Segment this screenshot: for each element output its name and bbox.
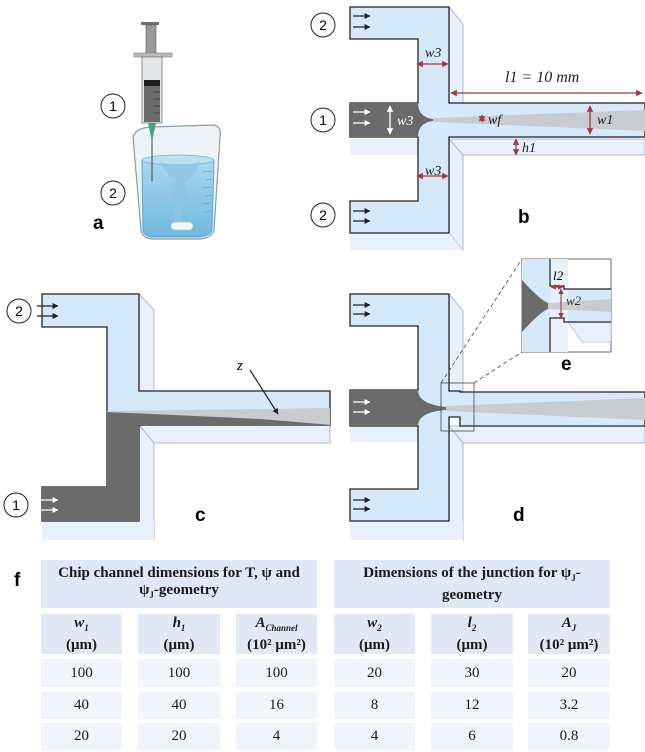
stir-bar: [170, 221, 194, 231]
cell: 4: [236, 723, 317, 750]
svg-text:2: 2: [109, 185, 117, 201]
col-header-aj: AJ(10² μm²): [528, 614, 610, 654]
panel-d: d: [349, 258, 645, 542]
table-left-title-line1: Chip channel dimensions for T, ψ and: [58, 564, 300, 581]
cell: 40: [41, 692, 122, 719]
label-w3-bottom: w3: [425, 164, 441, 179]
cell: 16: [236, 692, 317, 719]
table-right-title-line2: geometry: [442, 586, 502, 603]
panel-a: 1 2 a: [93, 22, 221, 240]
marker-2: 2: [100, 180, 126, 206]
panel-label-c: c: [195, 505, 206, 526]
cell: 12: [431, 692, 513, 719]
cell: 0.8: [528, 723, 610, 750]
table-left-title-line2: ψJ-geometry: [139, 581, 219, 600]
label-z: z: [236, 358, 243, 374]
cell: 20: [334, 659, 415, 687]
panel-label-e: e: [561, 354, 572, 375]
col-header-a-channel: AChannel(10² μm²): [236, 614, 317, 654]
cell: 30: [431, 659, 513, 687]
cell: 20: [528, 659, 610, 687]
zoom-box: [440, 382, 475, 432]
col-header-l2: l2(μm): [431, 614, 513, 654]
panel-label-f: f: [14, 570, 21, 591]
label-w1: w1: [597, 113, 613, 128]
beaker: [132, 124, 221, 240]
marker-c-1: 1: [3, 492, 29, 518]
panel-e: l2 w2 e: [521, 258, 612, 375]
cell: 8: [334, 692, 415, 719]
panel-label-d: d: [513, 505, 525, 526]
label-w3-mid: w3: [397, 114, 413, 129]
panel-label-a: a: [93, 213, 104, 234]
panel-label-b: b: [518, 207, 530, 228]
label-l2: l2: [553, 268, 564, 283]
table-right-title-line1: Dimensions of the junction for ψJ-: [363, 564, 581, 583]
col-header-w2: w2(μm): [334, 614, 415, 654]
marker-c-2: 2: [6, 298, 32, 324]
cell: 20: [138, 723, 220, 750]
table-left-title: Chip channel dimensions for T, ψ and ψJ-…: [41, 560, 317, 608]
col-header-w1: w1(μm): [41, 614, 122, 654]
svg-text:1: 1: [109, 98, 117, 114]
cell: 4: [334, 723, 415, 750]
label-wf: wf: [488, 113, 503, 128]
svg-text:1: 1: [319, 112, 327, 128]
cell: 3.2: [528, 692, 610, 719]
label-l1: l1 = 10 mm: [505, 69, 579, 86]
svg-text:2: 2: [15, 303, 23, 319]
figure-diagram: 1 2 a w3: [3, 5, 645, 542]
cell: 20: [41, 723, 122, 750]
col-header-h1: h1(μm): [138, 614, 220, 654]
cell: 100: [236, 659, 317, 687]
label-w2: w2: [566, 293, 582, 308]
panel-b: w3 w3 w3 l1 = 10 mm wf w1 h1 2 1 2 b: [310, 5, 645, 252]
cell: 100: [138, 659, 220, 687]
marker-b-1: 1: [310, 107, 336, 133]
svg-text:2: 2: [319, 207, 327, 223]
label-h1: h1: [522, 141, 536, 156]
svg-text:2: 2: [319, 17, 327, 33]
cell: 100: [41, 659, 122, 687]
table-right-title: Dimensions of the junction for ψJ- geome…: [334, 560, 610, 608]
marker-b-2-bottom: 2: [310, 202, 336, 228]
marker-b-2-top: 2: [310, 12, 336, 38]
vortex: [160, 162, 200, 228]
marker-1: 1: [100, 93, 126, 119]
cell: 6: [431, 723, 513, 750]
label-w3-top: w3: [425, 46, 441, 61]
cell: 40: [138, 692, 220, 719]
syringe: [133, 22, 173, 181]
panel-c: z 2 1 c: [3, 292, 331, 542]
svg-text:1: 1: [12, 497, 20, 513]
